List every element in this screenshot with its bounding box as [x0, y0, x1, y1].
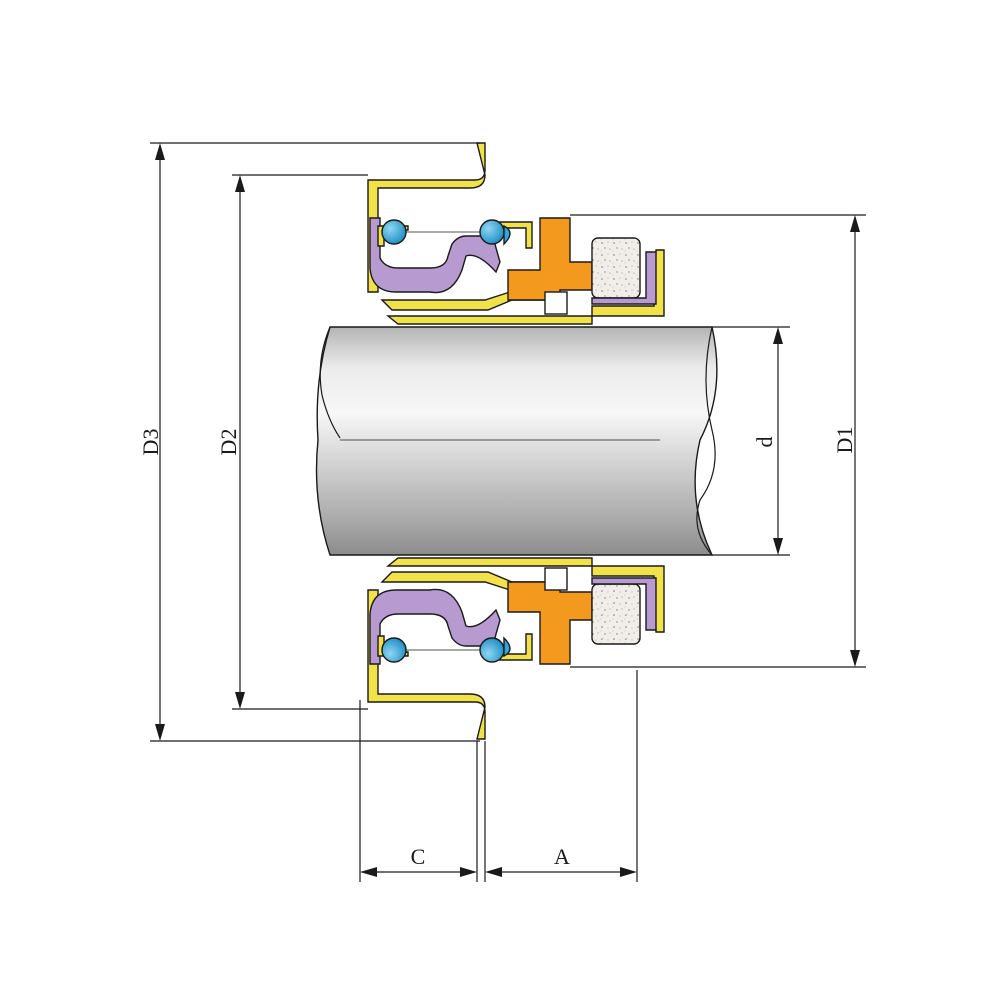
dimension-label-C: C	[411, 844, 426, 869]
dimension-label-D1: D1	[832, 427, 857, 454]
dimension-d: d	[712, 326, 790, 556]
spring-ball-upper-right	[479, 219, 505, 245]
dimension-C: C	[359, 700, 478, 882]
spring-ball-lower-left	[381, 637, 407, 663]
seat-cup-lower	[591, 565, 665, 633]
gland-plate-lower	[367, 589, 486, 740]
seat-cup-upper	[591, 249, 665, 317]
dimension-D2: D2	[216, 174, 368, 710]
seal-assembly-upper	[367, 142, 665, 325]
spring-ball-upper-left	[381, 219, 407, 245]
spring-ball-lower-right	[479, 637, 505, 663]
seal-head-upper	[507, 217, 593, 301]
dimension-label-D3: D3	[138, 429, 163, 456]
dimension-label-D2: D2	[216, 429, 241, 456]
dimension-label-A: A	[554, 844, 570, 869]
shaft	[315, 326, 718, 556]
seal-assembly-lower	[367, 557, 665, 740]
dimension-D1: D1	[570, 214, 866, 668]
seal-head-lower	[507, 581, 593, 665]
dimension-label-d: d	[752, 437, 777, 448]
seat-ring-upper	[591, 237, 641, 299]
dimension-A: A	[484, 670, 638, 882]
gland-plate-upper	[367, 142, 486, 293]
seat-ring-lower	[591, 583, 641, 645]
dimension-D3: D3	[138, 142, 480, 742]
